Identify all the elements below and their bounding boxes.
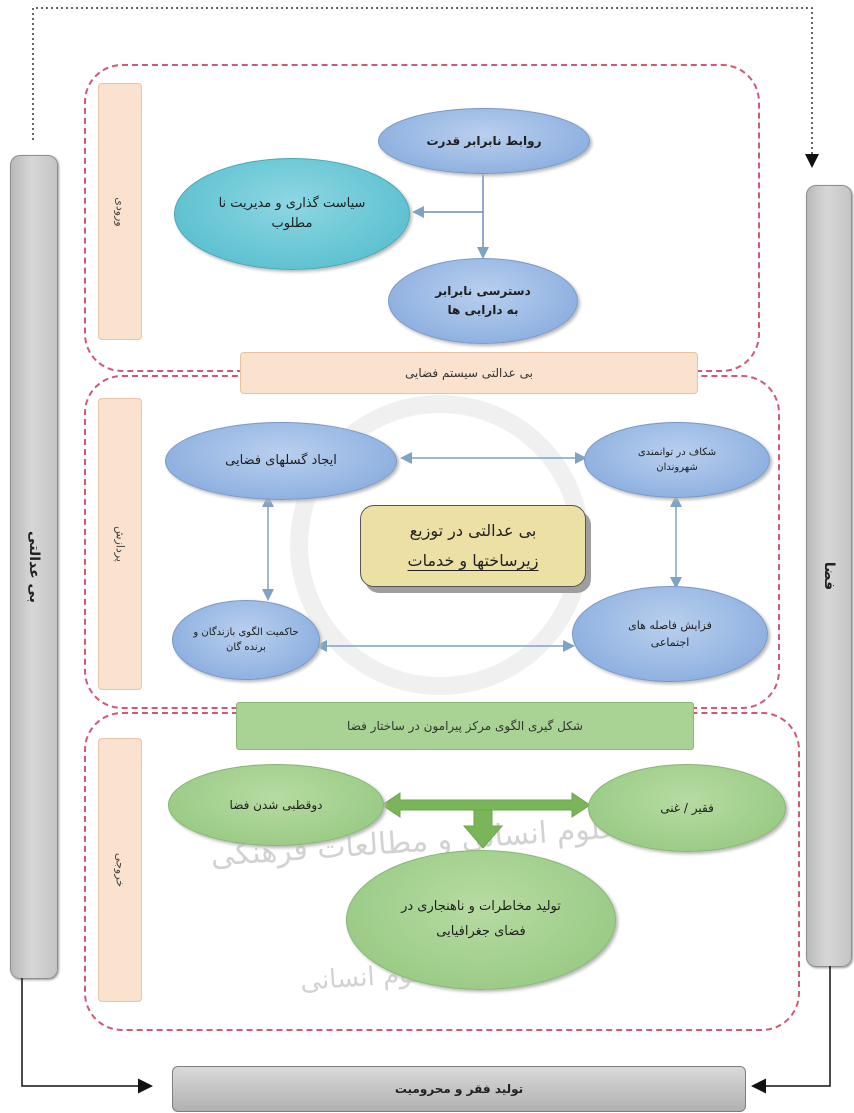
unequal-power-relations-node: روابط نابرابر قدرت xyxy=(378,108,590,174)
poverty-deprivation-bar: تولید فقر و محرومیت xyxy=(172,1066,746,1112)
core-periphery-bar: شکل گیری الگوی مرکز پیرامون در ساختار فض… xyxy=(236,702,694,750)
poor-policy-management-node: سیاست گذاری و مدیریت نا مطلوب xyxy=(174,158,410,270)
center-box-line-1: بی عدالتی در توزیع xyxy=(409,520,537,540)
system-injustice-bar: بی عدالتی سیستم فضایی xyxy=(240,352,698,394)
inputs-band: ورودی xyxy=(98,83,142,340)
citizen-capability-gap-node: شکاف در توانمندی شهروندان xyxy=(584,422,770,498)
right-sidebar: فضا xyxy=(806,185,852,967)
down-block-arrow xyxy=(462,809,504,849)
spatial-gaps-node: ایجاد گسلهای فضایی xyxy=(165,422,397,500)
distribution-injustice-box: بی عدالتی در توزیع زیرساختها و خدمات xyxy=(360,505,586,587)
winners-losers-pattern-node: حاکمیت الگوی بازندگان و برنده گان xyxy=(172,600,320,680)
risks-anomalies-node: تولید مخاطرات و ناهنجاری در فضای جغرافیا… xyxy=(346,850,616,990)
feedback-arrowhead xyxy=(805,154,819,168)
center-box-line-2: زیرساختها و خدمات xyxy=(407,551,539,570)
social-distance-node: فزایش فاصله های اجتماعی xyxy=(572,586,768,682)
rich-poor-node: فقیر / غنی xyxy=(588,764,786,852)
left-sidebar: بی عدالتی xyxy=(10,155,58,979)
process-band: پردازش xyxy=(98,398,142,690)
bipolar-space-node: دوقطبی شدن فضا xyxy=(168,764,384,846)
right-to-bottom-arrow xyxy=(751,966,831,1094)
feedback-dotted-line xyxy=(32,7,813,158)
unequal-asset-access-node: دسترسی نابرابر به دارایی ها xyxy=(388,258,578,344)
outputs-band: خروجی xyxy=(98,738,142,1002)
left-to-bottom-arrow xyxy=(21,978,153,1094)
